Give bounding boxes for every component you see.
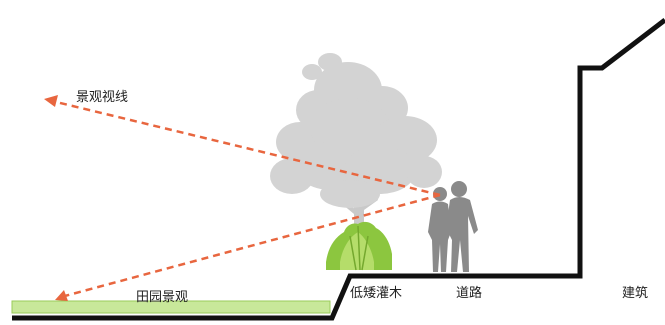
ground-section-line (12, 18, 665, 321)
shrub-icon (326, 221, 392, 271)
sightline-label: 景观视线 (76, 90, 129, 105)
sightline-arrowhead-upper (44, 95, 58, 107)
road-label: 道路 (456, 286, 483, 301)
shrubs-label: 低矮灌木 (350, 286, 403, 301)
field-landscape-label: 田园景观 (136, 290, 189, 305)
tree-icon (270, 53, 442, 252)
sightline-arrows (51, 99, 441, 299)
sightline-arrowhead-lower (55, 290, 68, 301)
people-icon (428, 181, 478, 272)
field-landscape-strip (11, 300, 331, 314)
building-label: 建筑 (622, 286, 649, 301)
